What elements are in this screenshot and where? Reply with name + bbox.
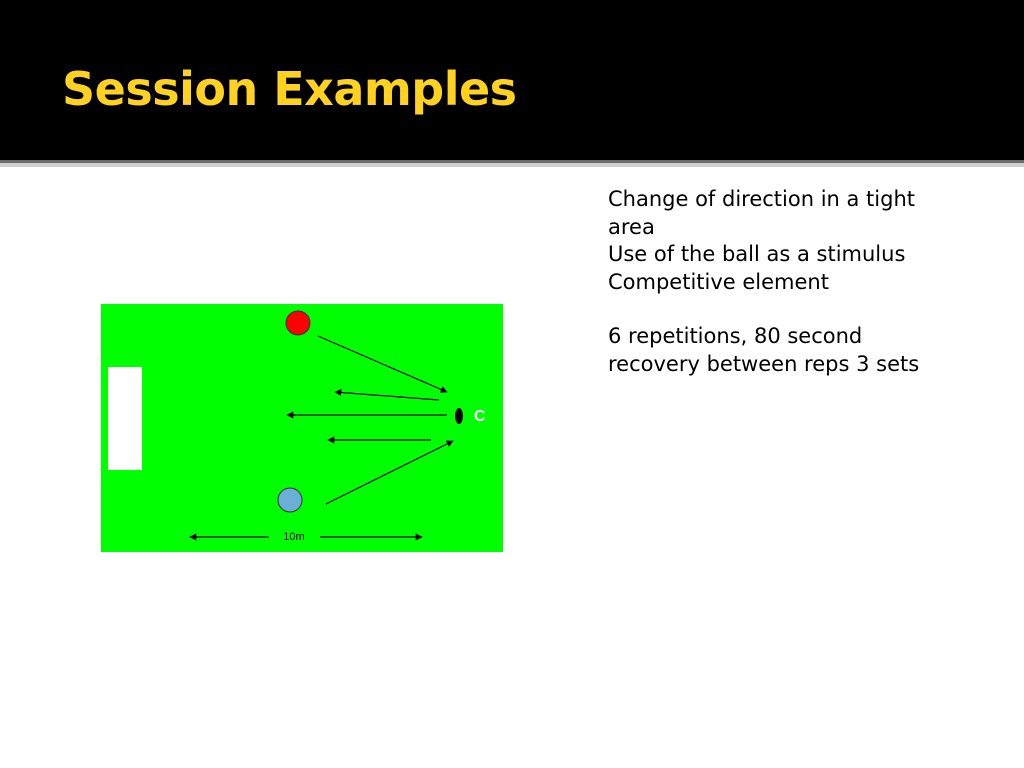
title-divider-dark xyxy=(0,160,1024,163)
note-line: recovery between reps 3 sets xyxy=(608,351,920,376)
note-line: Use of the ball as a stimulus xyxy=(608,242,906,266)
title-divider-light xyxy=(0,163,1024,167)
note-spacer xyxy=(608,296,1008,323)
distance-label: 10m xyxy=(283,531,304,543)
return-arrow-upper xyxy=(334,388,440,401)
note-line: Change of direction in a tight xyxy=(608,187,916,211)
note-line: 6 repetitions, 80 second xyxy=(608,324,863,348)
note-line: Competitive element xyxy=(608,269,829,294)
note-line: area xyxy=(608,214,655,239)
blue-player-marker xyxy=(277,487,303,513)
coach-marker xyxy=(455,408,463,424)
run-arrow-red-to-coach xyxy=(317,335,448,393)
coach-label: C xyxy=(474,408,486,425)
run-arrow-blue-to-coach xyxy=(325,440,454,505)
goal xyxy=(108,367,142,470)
pitch-area xyxy=(101,304,503,552)
title-bar: Session Examples xyxy=(0,0,1024,160)
session-notes: Change of direction in a tight area Use … xyxy=(608,186,1008,378)
red-player-marker xyxy=(285,310,311,336)
slide-title: Session Examples xyxy=(62,62,517,116)
drill-diagram: C 10m xyxy=(101,304,503,552)
